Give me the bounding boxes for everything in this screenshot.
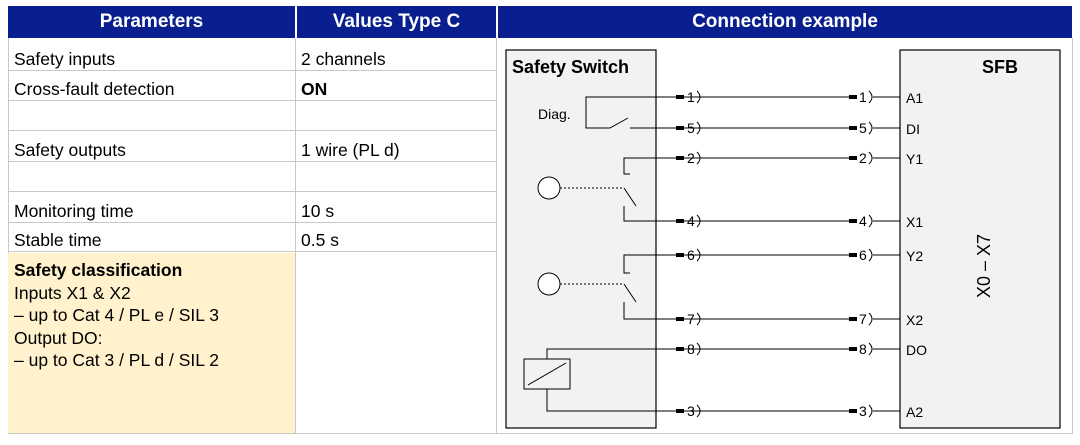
terminal-label: DO	[906, 342, 927, 358]
pin-left: 4	[687, 213, 695, 229]
pin-right: 5	[859, 120, 867, 136]
pin-left: 2	[687, 150, 695, 166]
row-safety-outputs-param: Safety outputs	[8, 139, 295, 162]
pin-left: 3	[687, 403, 695, 419]
terminal-label: Y1	[906, 151, 923, 167]
header-connection-example: Connection example	[498, 6, 1072, 38]
safety-switch-box	[505, 49, 657, 429]
terminal-label: A2	[906, 404, 923, 420]
classification-output: Output DO:	[14, 327, 103, 348]
row-cross-fault-value: ON	[295, 78, 496, 101]
terminal-label: Y2	[906, 248, 923, 264]
actuator-1	[537, 176, 561, 200]
terminal-label: X1	[906, 214, 923, 230]
pin-left: 5	[687, 120, 695, 136]
sfb-label: SFB	[982, 57, 1018, 77]
terminal-label: X2	[906, 312, 923, 328]
pin-right: 8	[859, 341, 867, 357]
range-label: X0 – X7	[974, 234, 994, 298]
table-divider	[496, 38, 497, 434]
row-monitoring-time-param: Monitoring time	[8, 200, 295, 223]
row-monitoring-time-value: 10 s	[295, 200, 496, 223]
table-divider	[1072, 38, 1073, 434]
row-stable-time-value: 0.5 s	[295, 229, 496, 252]
actuator-2	[537, 272, 561, 296]
row-safety-inputs-param: Safety inputs	[8, 48, 295, 71]
pin-right: 6	[859, 247, 867, 263]
row-safety-inputs-value: 2 channels	[295, 48, 496, 71]
table-divider	[295, 38, 296, 434]
row-safety-outputs-value: 1 wire (PL d)	[295, 139, 496, 162]
classification-title: Safety classification	[14, 260, 183, 280]
table-bottom-border	[8, 433, 1072, 434]
wires	[523, 96, 900, 412]
pin-right: 1	[859, 89, 867, 105]
pin-left: 1	[687, 89, 695, 105]
pin-right: 2	[859, 150, 867, 166]
row-empty-value	[295, 108, 496, 131]
safety-switch-label: Safety Switch	[512, 57, 629, 77]
pin-left: 6	[687, 247, 695, 263]
row-cross-fault-param: Cross-fault detection	[8, 78, 295, 101]
classification-output-level: – up to Cat 3 / PL d / SIL 2	[14, 350, 219, 370]
connection-diagram: Safety Switch SFB X0 – X7	[505, 49, 1061, 429]
terminal-label: A1	[906, 90, 923, 106]
terminal-label: DI	[906, 121, 920, 137]
pin-right: 7	[859, 311, 867, 327]
pin-right: 3	[859, 403, 867, 419]
row-empty-param	[8, 169, 295, 192]
classification-inputs: Inputs X1 & X2	[14, 282, 131, 303]
connector-markers	[676, 95, 857, 413]
header-parameters: Parameters	[8, 6, 295, 38]
row-empty-param	[8, 108, 295, 131]
pin-left: 7	[687, 311, 695, 327]
table-divider	[8, 38, 9, 434]
row-stable-time-param: Stable time	[8, 229, 295, 252]
pin-right: 4	[859, 213, 867, 229]
connector-brackets	[696, 90, 873, 418]
diag-label: Diag.	[538, 106, 571, 122]
row-empty-value	[295, 169, 496, 192]
safety-classification: Safety classification Inputs X1 & X2 – u…	[8, 253, 295, 433]
pin-left: 8	[687, 341, 695, 357]
sfb-box	[899, 49, 1061, 429]
classification-inputs-level: – up to Cat 4 / PL e / SIL 3	[14, 305, 219, 325]
header-values: Values Type C	[297, 6, 496, 38]
